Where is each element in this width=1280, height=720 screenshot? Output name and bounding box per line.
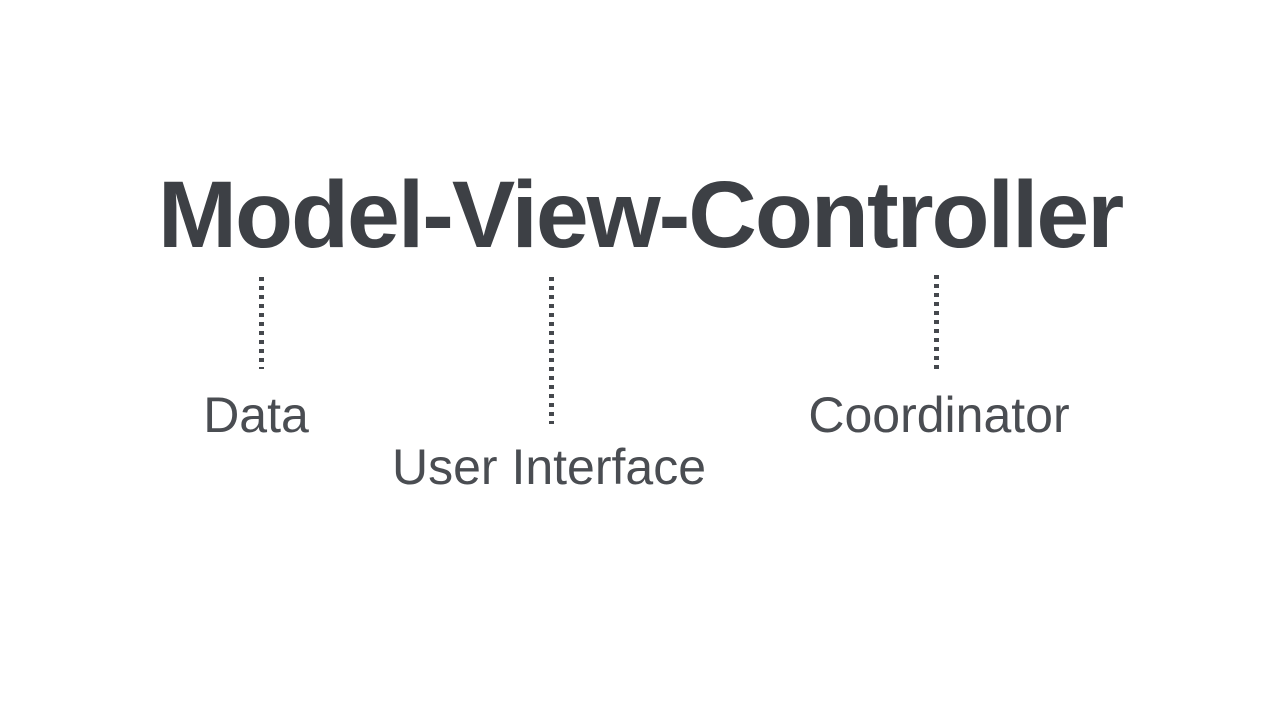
dotted-connector-controller bbox=[934, 275, 939, 371]
annotation-label-controller: Coordinator bbox=[808, 387, 1070, 443]
annotation-label-model: Data bbox=[203, 387, 309, 443]
diagram-title: Model-View-Controller bbox=[157, 162, 1124, 268]
dotted-connector-view bbox=[549, 277, 554, 424]
annotation-label-view: User Interface bbox=[391, 439, 707, 495]
dotted-connector-model bbox=[259, 277, 264, 369]
